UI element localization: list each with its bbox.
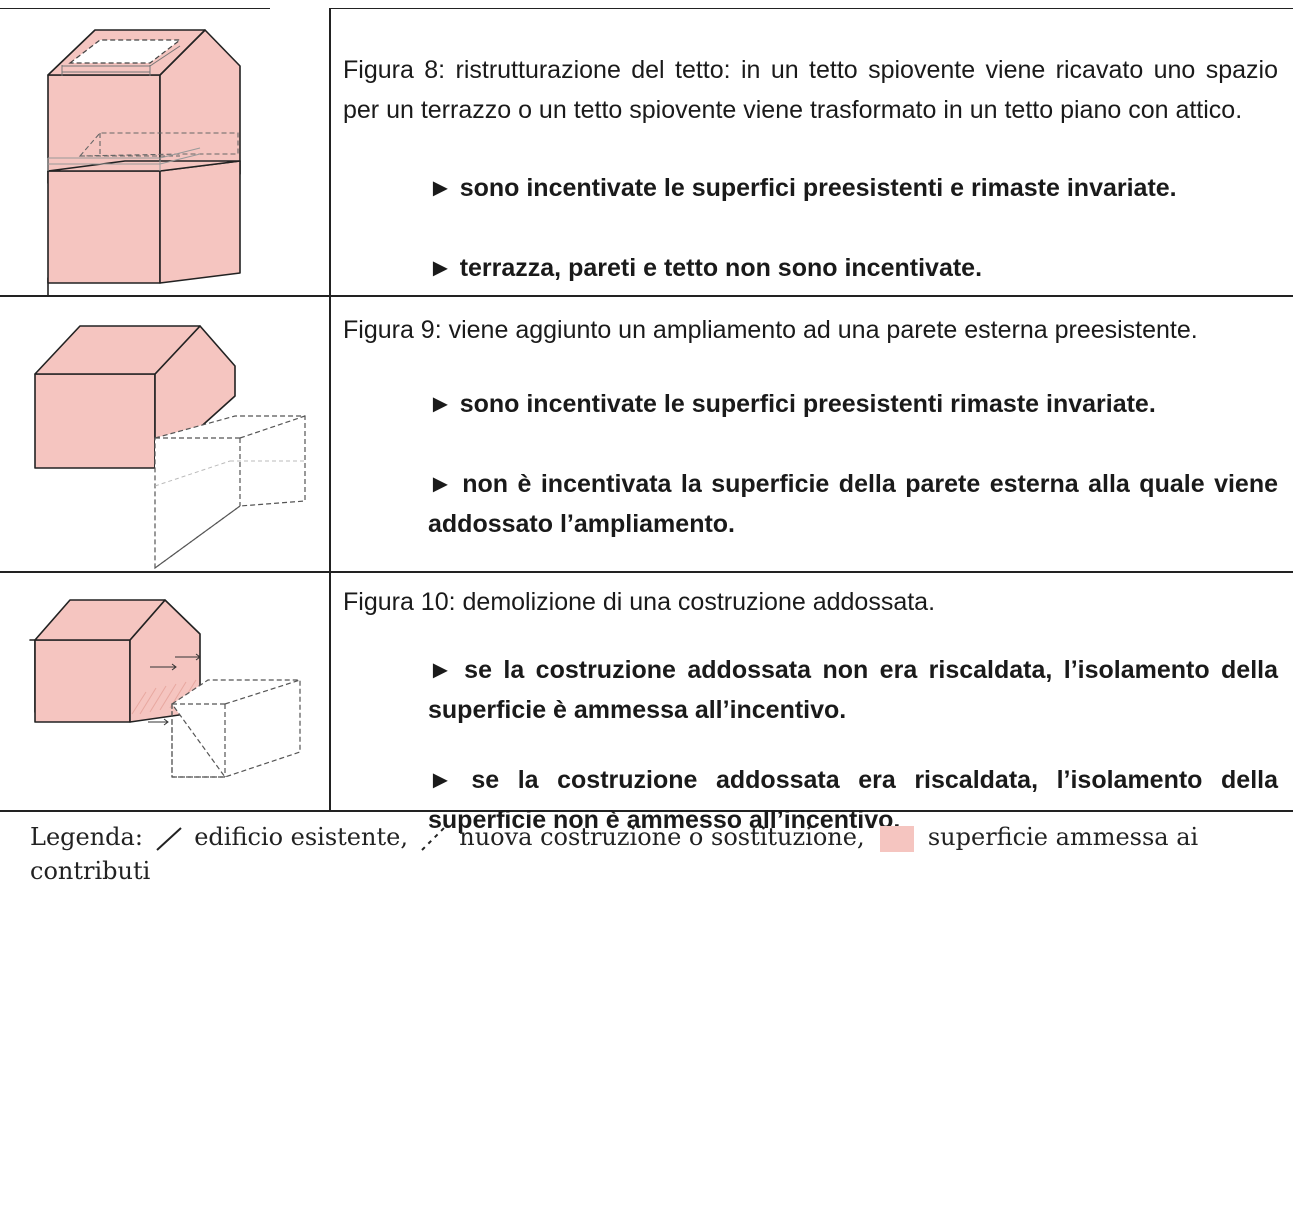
figure-8-illustration [0, 8, 328, 314]
legend-prefix: Legenda: [30, 823, 143, 851]
table-row: Figura 9: viene aggiunto un ampliamento … [0, 296, 1293, 573]
bullet-item: ► sono incentivate le superfici preesist… [428, 390, 1156, 418]
bullet-item: ► se la costruzione addossata era riscal… [428, 766, 1278, 834]
top-rule [330, 8, 1293, 9]
legend-eligible: superficie ammessa ai contributi [30, 823, 1199, 885]
legend-existing: edificio esistente, [194, 823, 408, 851]
figure-caption: Figura 9: viene aggiunto un ampliamento … [343, 316, 1198, 344]
top-rule [0, 8, 270, 9]
figure-8-text: Figura 8: ristrutturazione del tetto: in… [343, 8, 1278, 295]
dashed-line-icon [420, 824, 447, 851]
pink-swatch-icon [880, 825, 915, 852]
legend-new: nuova costruzione o sostituzione, [459, 823, 865, 851]
column-divider [329, 8, 331, 810]
bullet-item: ► non è incentivata la superficie della … [428, 470, 1278, 538]
table-row: Figura 10: demolizione di una costruzion… [0, 572, 1293, 834]
figure-9-illustration [0, 296, 328, 571]
legend: Legenda: edificio esistente, nuova costr… [30, 820, 1270, 888]
bullet-item: ► se la costruzione addossata non era ri… [428, 656, 1278, 724]
figure-caption: Figura 8: ristrutturazione del tetto: in… [343, 56, 1278, 124]
figure-caption: Figura 10: demolizione di una costruzion… [343, 588, 936, 616]
bullet-item: ► terrazza, pareti e tetto non sono ince… [428, 254, 983, 282]
solid-line-icon [155, 826, 182, 851]
table-row: Figura 8: ristrutturazione del tetto: in… [0, 8, 1293, 314]
bullet-item: ► sono incentivate le superfici preesist… [428, 174, 1177, 202]
figure-9-text: Figura 9: viene aggiunto un ampliamento … [343, 296, 1278, 571]
figure-10-illustration [0, 572, 328, 810]
figure-10-text: Figura 10: demolizione di una costruzion… [343, 572, 1278, 834]
